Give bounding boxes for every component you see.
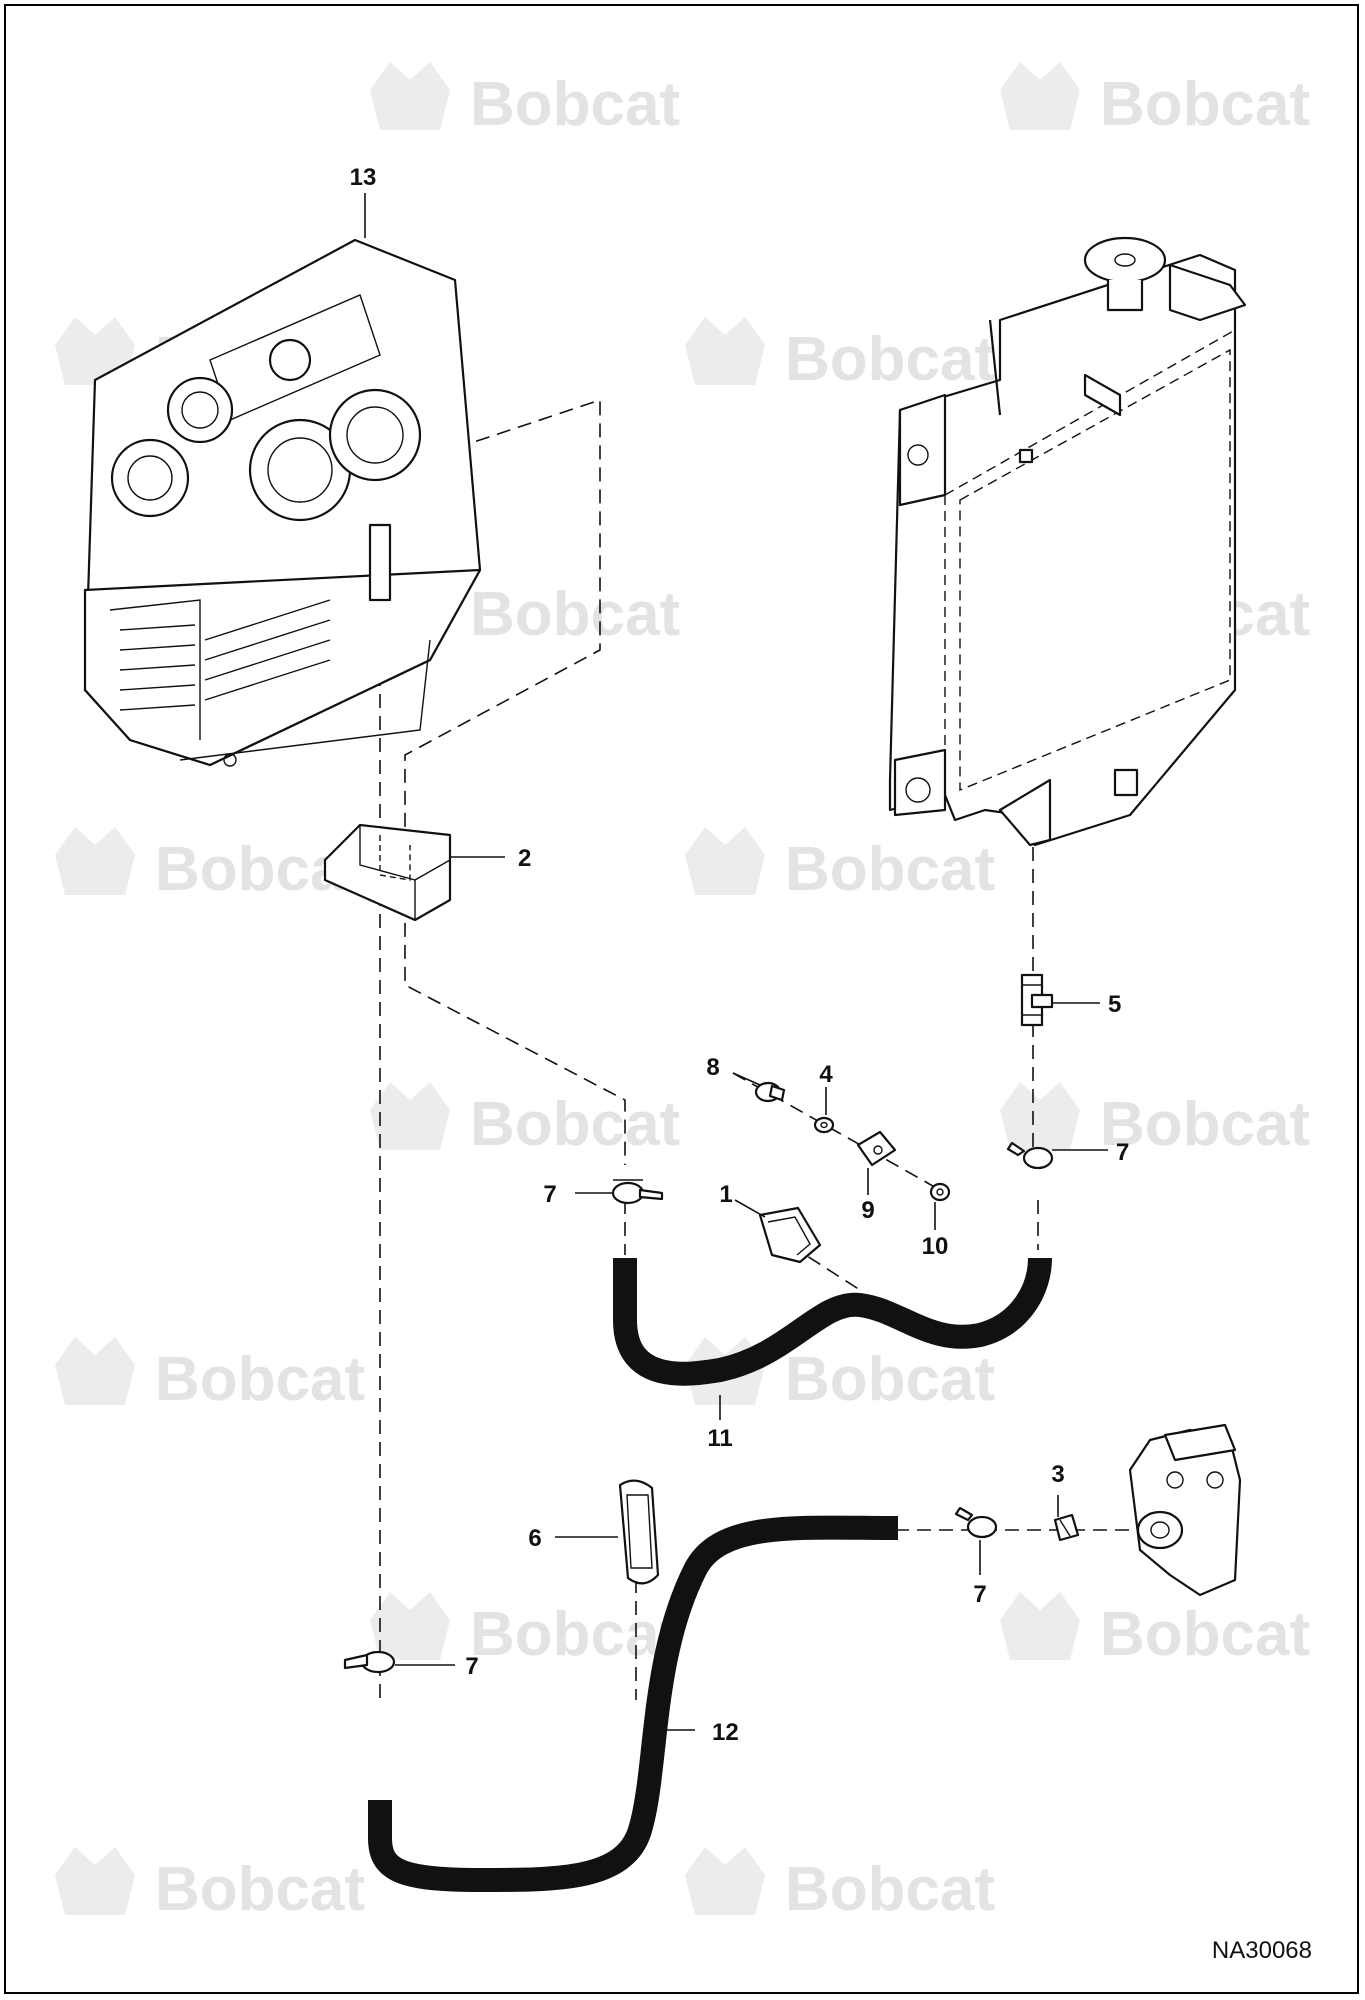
- part-8-plug: [754, 1081, 786, 1103]
- hose-clamp-left: [611, 1179, 664, 1205]
- radiator-inlet-pipe: [1083, 373, 1122, 417]
- tank-port-right: [328, 388, 422, 482]
- callout-leaders: [364, 193, 1108, 1731]
- watermark-text: Bobcat: [470, 580, 680, 649]
- watermark-text: Bobcat: [470, 70, 680, 139]
- tank-port-lower-left: [110, 438, 190, 518]
- radiator-bracket-bottom-left: [893, 748, 947, 817]
- callout-7: 7: [973, 1581, 986, 1608]
- part-radiator: [888, 236, 1247, 847]
- watermark-text: Bobcat: [1100, 70, 1310, 139]
- radiator-lower-fitting: [1113, 768, 1139, 797]
- watermark-logo: Bobcat: [370, 1592, 680, 1669]
- watermark-text: Bobcat: [155, 1345, 365, 1414]
- part-coolant-tank: [83, 238, 482, 767]
- radiator-cap: [1083, 236, 1167, 284]
- watermark-text: Bobcat: [1100, 1600, 1310, 1669]
- watermark-logo: Bobcat: [1000, 1082, 1310, 1159]
- callout-8: 8: [706, 1054, 719, 1081]
- watermark-logo: Bobcat: [55, 827, 365, 904]
- callout-5: 5: [1108, 991, 1121, 1018]
- radiator-outlet: [998, 778, 1052, 847]
- part-4-washer: [813, 1116, 835, 1134]
- callout-4: 4: [819, 1061, 833, 1088]
- part-fitting-group: [754, 1081, 951, 1202]
- watermark-text: Bobcat: [785, 1345, 995, 1414]
- watermark-logo: Bobcat: [685, 1847, 995, 1924]
- watermark-text: Bobcat: [785, 325, 995, 394]
- callout-10: 10: [922, 1233, 949, 1260]
- callout-2: 2: [518, 845, 531, 872]
- part-10-nut: [929, 1182, 951, 1202]
- callout-13: 13: [350, 164, 377, 191]
- drawing-number: NA30068: [1212, 1937, 1312, 1964]
- watermark-text: Bobcat: [1100, 1090, 1310, 1159]
- callout-7: 7: [465, 1653, 478, 1680]
- tank-fill-cap: [268, 338, 312, 382]
- part-bracket: [323, 823, 452, 922]
- watermark-text: Bobcat: [470, 1600, 680, 1669]
- watermark-text: Bobcat: [785, 835, 995, 904]
- watermark-text: Bobcat: [470, 1090, 680, 1159]
- callout-11: 11: [707, 1425, 732, 1452]
- part-grommet: [618, 1479, 660, 1585]
- hose-clamp-tank: [343, 1650, 396, 1674]
- watermark-logo: Bobcat: [685, 317, 995, 394]
- callout-7: 7: [1116, 1139, 1129, 1166]
- watermark-logo: Bobcat: [1000, 62, 1310, 139]
- radiator-filler-neck: [1106, 280, 1144, 312]
- callout-1: 1: [719, 1181, 732, 1208]
- part-hoses: [368, 1257, 1052, 1893]
- heater-valve-port: [1136, 1510, 1184, 1550]
- radiator-top-bracket: [1168, 263, 1247, 322]
- hose-12: [368, 1515, 899, 1893]
- hose-clamp-right: [1006, 1141, 1054, 1170]
- heater-valve-inlet: [1163, 1423, 1237, 1462]
- hose-11: [613, 1257, 1052, 1386]
- callout-9: 9: [861, 1197, 874, 1224]
- part-heater-fitting: [1053, 1513, 1080, 1542]
- radiator-bracket-top-left: [898, 393, 947, 507]
- callout-labels: 13 2 5 8 4 7 9 10 1 7 11 3 6 7 7 12: [350, 164, 1130, 1746]
- tank-outlet-fitting: [368, 523, 392, 602]
- part-9-coupler: [856, 1130, 897, 1167]
- hose-clamp-heater: [954, 1506, 998, 1539]
- part-hose-clamps: [343, 1141, 1054, 1674]
- callout-6: 6: [528, 1525, 541, 1552]
- watermark-layer: Bobcat Bobcat Bobcat Bobcat Bobcat Bobca…: [55, 62, 1310, 1924]
- assembly-line-tank-outlet: [329, 398, 626, 1165]
- watermark-text: Bobcat: [155, 1855, 365, 1924]
- watermark-logo: Bobcat: [370, 62, 680, 139]
- watermark-logo: Bobcat: [55, 1337, 365, 1414]
- assembly-line-fitting-stack: [732, 1072, 941, 1191]
- part-tee-fitting: [1020, 973, 1054, 1027]
- watermark-logo: Bobcat: [55, 1847, 365, 1924]
- callout-3: 3: [1051, 1461, 1064, 1488]
- watermark-logo: Bobcat: [685, 827, 995, 904]
- tank-port-upper-left: [166, 376, 234, 444]
- watermark-text: Bobcat: [785, 1855, 995, 1924]
- watermark-logo: Bobcat: [370, 1082, 680, 1159]
- part-heater-valve: [1128, 1423, 1242, 1597]
- callout-7: 7: [543, 1181, 556, 1208]
- part-clamp-1: [758, 1206, 822, 1264]
- callout-12: 12: [712, 1719, 739, 1746]
- watermark-logo: Bobcat: [1000, 1592, 1310, 1669]
